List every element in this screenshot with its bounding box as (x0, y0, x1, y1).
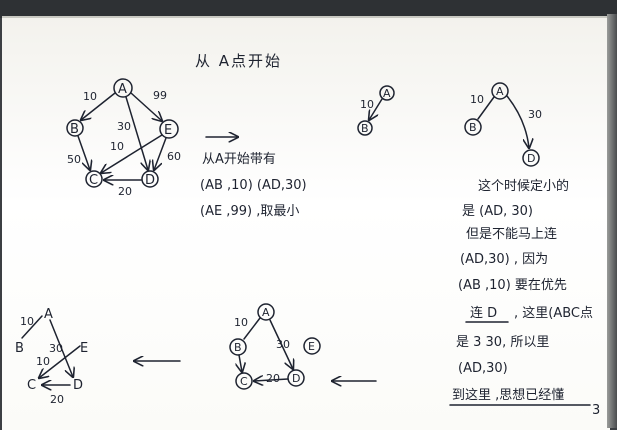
right-note-line-4: (AD,30) , 因为 (460, 252, 548, 267)
mid-node-e (303, 337, 321, 355)
tree2-node-b (464, 118, 482, 136)
edge-a-b (81, 92, 116, 120)
right-note-line-3: 但是不能马上连 (466, 226, 557, 242)
tree2-edge-a-d (506, 95, 529, 148)
tree2-label-b: B (469, 121, 477, 134)
right-note-line-5: (AB ,10) 要在优先 (458, 278, 567, 293)
final-weight-ec: 10 (36, 355, 50, 368)
final-weight-dc: 20 (50, 393, 64, 406)
weight-d-c: 20 (118, 185, 132, 198)
mid-label-b: B (234, 341, 242, 354)
node-circle-b (66, 119, 84, 137)
weight-b-c: 50 (67, 153, 81, 166)
page-title: 从 A点开始 (195, 52, 282, 70)
final-label-a: A (44, 307, 53, 322)
weight-e-c: 10 (110, 140, 124, 153)
tree-abd: A B D 10 30 (464, 82, 542, 167)
mid-weight-ab: 10 (234, 316, 248, 329)
mid-edge-a-b (243, 317, 261, 340)
mid-label-e: E (308, 340, 315, 353)
mid-node-b (229, 338, 247, 356)
node-circle-c (85, 170, 103, 188)
final-edge-e-c (39, 345, 81, 378)
mid-node-d (287, 369, 305, 387)
tree1-label-b: B (361, 122, 369, 135)
mid-edge-d-c (254, 379, 289, 381)
edge-a-d (125, 96, 148, 170)
edge-e-d (154, 137, 167, 170)
node-label-a: A (118, 82, 127, 97)
start-note-line-2: (AB ,10) (AD,30) (200, 178, 307, 193)
middle-graph: A B E C D 10 30 20 (229, 303, 321, 390)
final-weight-ad: 30 (49, 342, 63, 355)
weight-a-e: 99 (153, 89, 167, 102)
tree2-node-d (522, 149, 540, 167)
tree2-edge-a-b (477, 96, 495, 120)
mid-label-c: C (240, 375, 248, 388)
node-circle-e (159, 119, 179, 139)
tree2-node-a (491, 82, 509, 100)
intermediate-graph: A B C D E 10 99 30 50 10 60 20 (66, 78, 181, 198)
mid-edge-a-d (269, 319, 293, 369)
mid-label-a: A (262, 306, 270, 319)
weight-a-d: 30 (117, 120, 131, 133)
tree1-label-a: A (383, 87, 391, 100)
tree2-label-d: D (527, 152, 535, 165)
weight-a-b: 10 (83, 90, 97, 103)
tree2-label-a: A (496, 85, 504, 98)
right-note-line-8: 是 3 30, 所以里 (456, 335, 549, 350)
node-label-d: D (145, 173, 155, 188)
right-note-line-6: 连 D (470, 305, 497, 321)
tree1-node-a (379, 85, 395, 101)
node-label-e: E (164, 123, 172, 138)
final-label-e: E (80, 341, 88, 356)
final-edge-a-b (21, 315, 43, 339)
mid-node-a (257, 303, 275, 321)
tree1-edge-a-b (369, 98, 383, 120)
final-graph: A B E C D 10 30 10 20 (15, 307, 88, 406)
tree1-weight: 10 (360, 98, 374, 111)
node-label-c: C (89, 173, 98, 188)
right-note-line-9: (AD,30) (458, 361, 508, 376)
notebook-page (2, 16, 610, 430)
page-edge-shadow (607, 14, 617, 428)
edge-b-c (77, 135, 90, 170)
right-note-line-7: , 这里(ABC点 (514, 305, 593, 321)
start-note-line-3: (AE ,99) ,取最小 (200, 204, 299, 219)
page-number: 3 (592, 403, 600, 418)
start-note-line-1: 从A开始带有 (202, 152, 276, 167)
final-label-c: C (27, 378, 36, 393)
node-label-b: B (70, 122, 79, 137)
right-note: 这个时候定小的 是 (AD, 30) 但是不能马上连 (AD,30) , 因为 … (449, 178, 593, 406)
final-label-d: D (73, 378, 83, 393)
right-note-line-1: 这个时候定小的 (478, 178, 569, 194)
mid-weight-dc: 20 (266, 372, 280, 385)
mid-weight-ad: 30 (276, 338, 290, 351)
node-circle-a (113, 78, 133, 98)
right-note-line-10: 到这里 ,思想已经懂 (452, 387, 564, 403)
edge-a-e (130, 92, 162, 121)
tree-ab: A B 10 (357, 85, 395, 136)
mid-edge-b-c (239, 354, 242, 372)
final-edge-a-d (49, 319, 73, 377)
tree1-node-b (357, 120, 373, 136)
weight-e-d: 60 (167, 150, 181, 163)
tree2-weight-ad: 30 (528, 108, 542, 121)
mid-label-d: D (292, 372, 300, 385)
edge-e-c (101, 134, 163, 173)
final-label-b: B (15, 341, 24, 356)
notebook-binding (0, 0, 617, 18)
final-weight-ab: 10 (20, 315, 34, 328)
right-note-line-2: 是 (AD, 30) (462, 204, 533, 219)
tree2-weight-ab: 10 (470, 93, 484, 106)
start-note: 从A开始带有 (AB ,10) (AD,30) (AE ,99) ,取最小 (200, 152, 307, 219)
